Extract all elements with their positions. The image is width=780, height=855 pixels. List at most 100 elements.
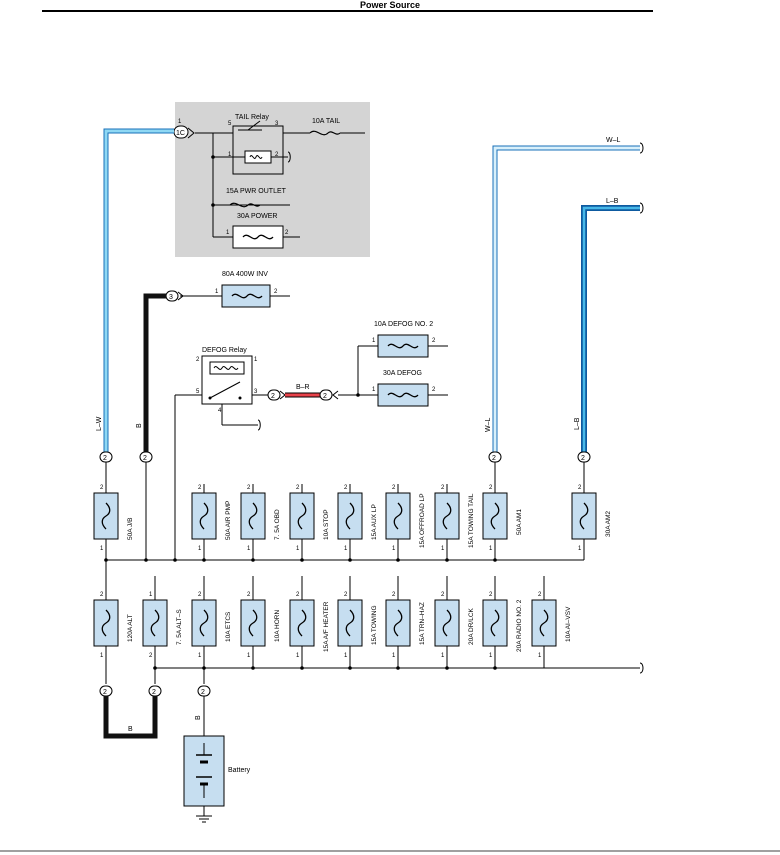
svg-text:15A PWR OUTLET: 15A PWR OUTLET [226, 188, 287, 195]
svg-text:1: 1 [372, 338, 376, 344]
svg-text:2: 2 [489, 485, 493, 491]
svg-text:1: 1 [100, 546, 104, 552]
svg-text:1: 1 [247, 546, 251, 552]
row1-fuses: 50A J/B 50A AIR PMP 7. 5A OBD 10A STOP 1… [93, 492, 612, 548]
svg-text:1: 1 [489, 653, 493, 659]
svg-text:1: 1 [344, 546, 348, 552]
svg-text:4: 4 [218, 408, 222, 414]
fuse-15a-pwr-outlet [229, 202, 261, 208]
svg-text:3: 3 [169, 294, 173, 301]
svg-text:2: 2 [492, 455, 496, 462]
svg-text:2: 2 [296, 485, 300, 491]
svg-text:W–L: W–L [606, 137, 621, 144]
svg-text:2: 2 [296, 592, 300, 598]
svg-text:2: 2 [578, 485, 582, 491]
svg-text:2: 2 [285, 230, 289, 236]
row1-pin-numbers: 21 21 21 21 21 21 21 21 21 [100, 485, 582, 552]
svg-text:5: 5 [196, 389, 200, 395]
svg-text:1: 1 [578, 546, 582, 552]
tail-relay-label: TAIL Relay [235, 114, 269, 121]
svg-text:2: 2 [274, 289, 278, 295]
svg-text:1C: 1C [176, 130, 185, 137]
svg-text:L–B: L–B [606, 198, 619, 205]
svg-text:5: 5 [228, 121, 232, 127]
svg-text:2: 2 [143, 455, 147, 462]
svg-text:15A OFFROAD LP: 15A OFFROAD LP [419, 493, 426, 548]
svg-text:7. 5A OBD: 7. 5A OBD [274, 509, 281, 540]
svg-text:10A STOP: 10A STOP [323, 509, 330, 540]
svg-text:1: 1 [215, 289, 219, 295]
svg-text:50A J/B: 50A J/B [127, 518, 134, 540]
svg-text:2: 2 [271, 393, 275, 400]
svg-text:20A DR/LCK: 20A DR/LCK [468, 607, 475, 645]
row1-connectors: 2 2 2 2 [99, 451, 591, 463]
fuse-10a-tail [309, 130, 341, 136]
svg-text:1: 1 [178, 119, 182, 125]
svg-text:3: 3 [254, 389, 258, 395]
svg-text:20A RADIO NO. 2: 20A RADIO NO. 2 [516, 599, 523, 652]
svg-text:1: 1 [392, 653, 396, 659]
svg-text:15A TOWING: 15A TOWING [371, 606, 378, 646]
svg-text:1: 1 [296, 653, 300, 659]
svg-text:2: 2 [201, 689, 205, 696]
battery-label: Battery [228, 767, 251, 774]
svg-text:2: 2 [432, 387, 436, 393]
svg-text:50A AIR PMP: 50A AIR PMP [225, 501, 232, 540]
svg-text:1: 1 [198, 546, 202, 552]
svg-text:2: 2 [344, 592, 348, 598]
battery: Battery [183, 735, 251, 807]
defog-relay-label: DEFOG Relay [202, 347, 247, 354]
svg-text:2: 2 [196, 357, 200, 363]
fuse-80a-400w-inv [221, 284, 271, 308]
svg-text:2: 2 [198, 485, 202, 491]
svg-text:15A TOWING TAIL: 15A TOWING TAIL [468, 493, 475, 548]
svg-text:2: 2 [344, 485, 348, 491]
svg-text:1: 1 [538, 653, 542, 659]
svg-text:120A ALT: 120A ALT [127, 614, 134, 642]
svg-text:2: 2 [198, 592, 202, 598]
svg-text:1: 1 [344, 653, 348, 659]
svg-text:2: 2 [247, 485, 251, 491]
svg-text:30A AM2: 30A AM2 [605, 511, 612, 537]
svg-text:2: 2 [100, 592, 104, 598]
svg-text:10A TAIL: 10A TAIL [312, 118, 340, 125]
svg-text:15A AUX LP: 15A AUX LP [371, 504, 378, 540]
tail-relay: TAIL Relay 5 3 1 2 [228, 114, 284, 175]
svg-text:30A DEFOG: 30A DEFOG [383, 370, 422, 377]
svg-text:2: 2 [275, 152, 279, 158]
svg-text:2: 2 [100, 485, 104, 491]
svg-text:2: 2 [489, 592, 493, 598]
svg-text:10A ETCS: 10A ETCS [225, 611, 232, 642]
svg-text:B: B [136, 423, 143, 428]
svg-text:30A POWER: 30A POWER [237, 213, 277, 220]
svg-text:2: 2 [432, 338, 436, 344]
svg-text:1: 1 [226, 230, 230, 236]
bottom-connectors: 2 2 2 [99, 685, 211, 697]
svg-text:2: 2 [581, 455, 585, 462]
svg-text:2: 2 [441, 592, 445, 598]
page-title: Power Source [359, 0, 421, 10]
svg-text:1: 1 [228, 152, 232, 158]
svg-text:2: 2 [103, 689, 107, 696]
svg-text:B: B [128, 726, 133, 733]
svg-text:1: 1 [392, 546, 396, 552]
svg-text:1: 1 [441, 653, 445, 659]
svg-text:50A AM1: 50A AM1 [516, 509, 523, 535]
svg-text:10A DEFOG NO. 2: 10A DEFOG NO. 2 [374, 321, 433, 328]
svg-text:B–R: B–R [296, 384, 310, 391]
svg-text:L–B: L–B [574, 417, 581, 430]
svg-text:2: 2 [538, 592, 542, 598]
svg-text:1: 1 [296, 546, 300, 552]
svg-text:1: 1 [441, 546, 445, 552]
svg-text:2: 2 [247, 592, 251, 598]
defog-relay: DEFOG Relay 2 1 5 3 4 [196, 347, 258, 414]
svg-text:1: 1 [100, 653, 104, 659]
svg-text:10A AI–VSV: 10A AI–VSV [565, 606, 572, 642]
svg-text:2: 2 [149, 653, 153, 659]
row2-fuses: 120A ALT 7. 5A ALT–S 10A ETCS 10A HORN 1… [93, 599, 572, 652]
svg-text:7. 5A ALT–S: 7. 5A ALT–S [176, 609, 183, 645]
svg-text:2: 2 [392, 592, 396, 598]
svg-text:1: 1 [372, 387, 376, 393]
svg-text:2: 2 [323, 393, 327, 400]
